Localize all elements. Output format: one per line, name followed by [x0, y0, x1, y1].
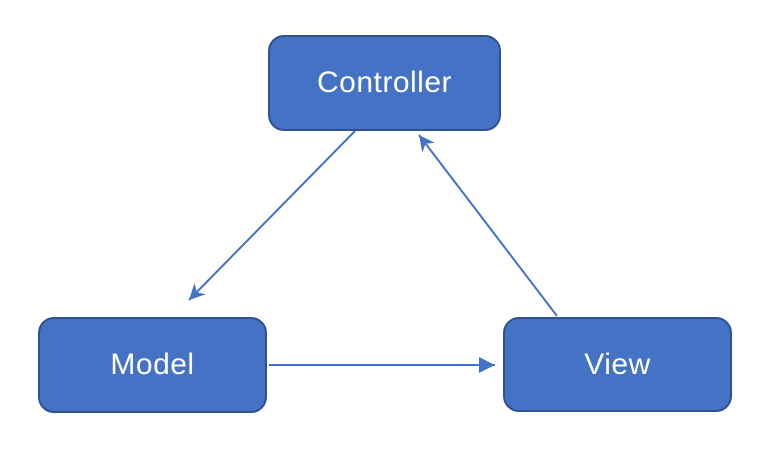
node-controller-label: Controller	[316, 66, 453, 99]
node-view: View	[503, 317, 732, 412]
node-view-label: View	[584, 347, 651, 381]
edge-controller-to-model-arrow	[188, 130, 356, 301]
edge-view-to-controller-arrow	[418, 134, 558, 317]
node-model-label: Model	[110, 348, 195, 381]
node-controller: Controller	[268, 35, 501, 131]
node-model: Model	[38, 317, 267, 413]
